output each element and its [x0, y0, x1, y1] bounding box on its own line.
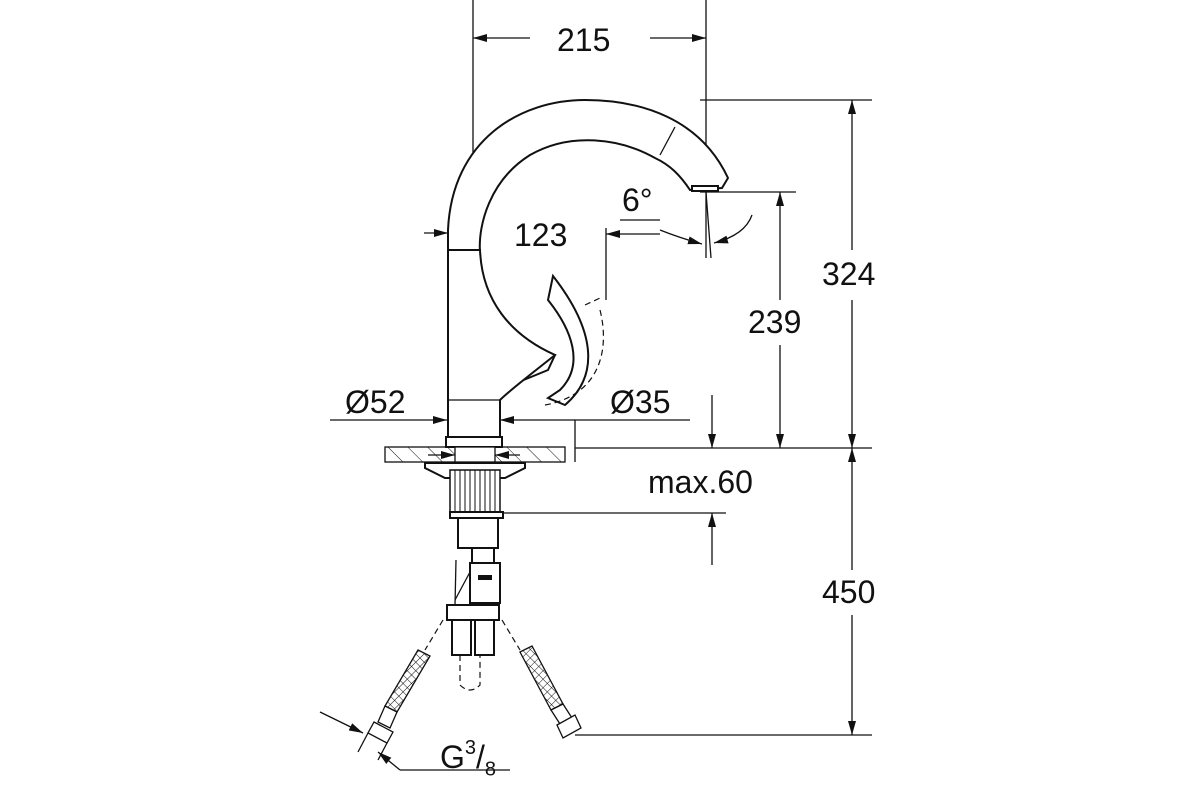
label-d35: Ø35 — [610, 384, 671, 420]
label-6deg: 6° — [622, 182, 653, 218]
countertop — [384, 446, 566, 463]
label-215: 215 — [557, 22, 611, 58]
label-g38: G3/8 — [440, 738, 496, 779]
thread-g: G — [440, 739, 465, 775]
label-450: 450 — [822, 574, 876, 610]
dimension-angle — [620, 191, 753, 259]
lever-handle — [544, 273, 604, 407]
dimension-123 — [424, 229, 660, 238]
label-123: 123 — [514, 217, 568, 253]
label-max60: max.60 — [648, 464, 753, 500]
hose-left — [319, 619, 510, 771]
label-d52: Ø52 — [345, 384, 406, 420]
mounting-assembly — [424, 462, 526, 691]
label-324: 324 — [822, 256, 876, 292]
thread-numerator: 3 — [464, 737, 477, 759]
label-239: 239 — [748, 304, 802, 340]
thread-slash: / — [476, 739, 485, 775]
faucet-body — [445, 249, 557, 448]
hose-right — [501, 619, 582, 739]
thread-denominator: 8 — [484, 758, 497, 781]
